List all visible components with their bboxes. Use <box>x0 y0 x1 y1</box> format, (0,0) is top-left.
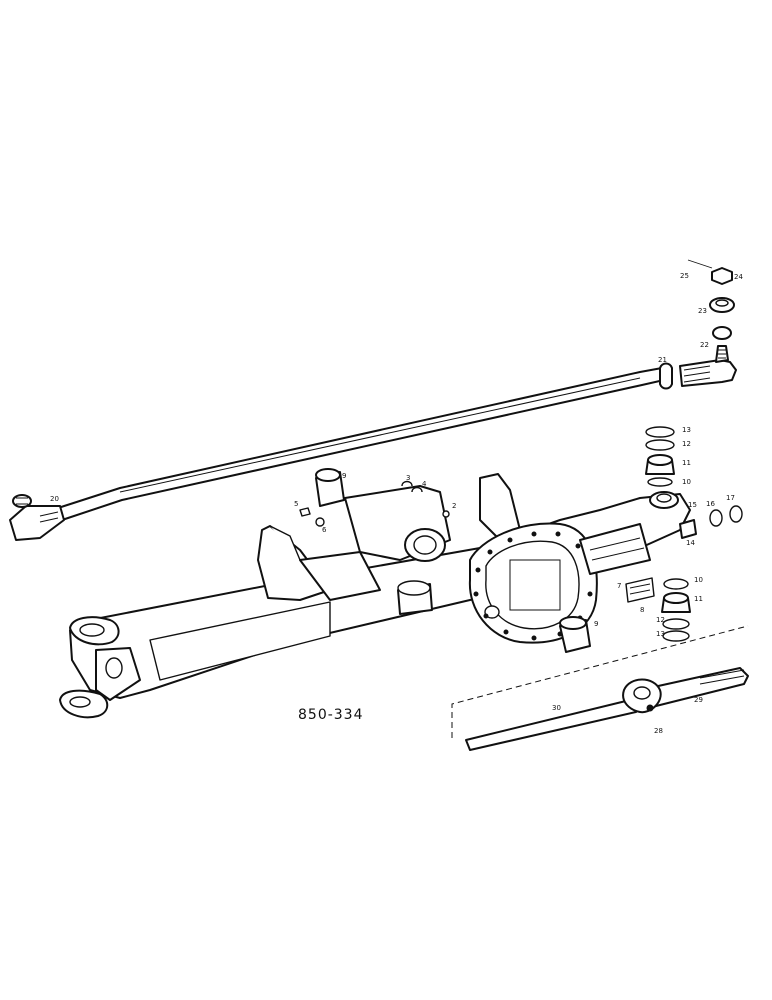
callout-2: 2 <box>452 502 456 510</box>
callout-30: 30 <box>552 704 561 712</box>
name-plate <box>625 577 655 603</box>
small-fittings <box>299 480 450 527</box>
right-tie-rod-end <box>659 259 737 390</box>
upper-knuckle-stack <box>645 426 675 487</box>
callout-10-upper: 10 <box>682 478 691 486</box>
callout-4: 4 <box>422 480 427 488</box>
callout-11-upper: 11 <box>682 459 691 467</box>
bushing-lower <box>559 616 591 653</box>
callout-11-lower: 11 <box>694 595 703 603</box>
callout-5: 5 <box>294 500 298 508</box>
callout-3: 3 <box>406 474 410 482</box>
callout-22: 22 <box>700 341 709 349</box>
callout-25: 25 <box>680 272 689 280</box>
callout-20: 20 <box>50 495 59 503</box>
callout-28: 28 <box>654 727 663 735</box>
side-bearing-stack <box>679 505 743 539</box>
callout-23: 23 <box>698 307 707 315</box>
callout-13-lower: 13 <box>656 630 665 638</box>
callout-6: 6 <box>322 526 327 534</box>
bushing-upper <box>315 468 345 507</box>
callout-10-lower: 10 <box>694 576 703 584</box>
drawing-reference-code: 850-334 <box>298 707 364 723</box>
callout-21: 21 <box>658 356 667 364</box>
reference-dashline <box>451 625 749 738</box>
callout-9-upper: 9 <box>342 472 346 480</box>
left-tie-rod-end <box>9 494 65 541</box>
callout-14: 14 <box>686 539 695 547</box>
callout-13-upper: 13 <box>682 426 691 434</box>
callout-17: 17 <box>726 494 735 502</box>
callout-12-lower: 12 <box>656 616 665 624</box>
callout-15: 15 <box>688 501 697 509</box>
callout-12-upper: 12 <box>682 440 691 448</box>
callout-labels: 25 24 23 22 21 20 13 12 11 10 14 15 16 1… <box>50 272 743 735</box>
axle-housing <box>59 473 691 719</box>
callout-7: 7 <box>617 582 621 590</box>
callout-16: 16 <box>706 500 715 508</box>
callout-24: 24 <box>734 273 743 281</box>
callout-8: 8 <box>640 606 644 614</box>
callout-29: 29 <box>694 696 703 704</box>
lower-knuckle-stack <box>661 578 691 642</box>
drive-shaft <box>465 667 749 751</box>
callout-9-lower: 9 <box>594 620 598 628</box>
